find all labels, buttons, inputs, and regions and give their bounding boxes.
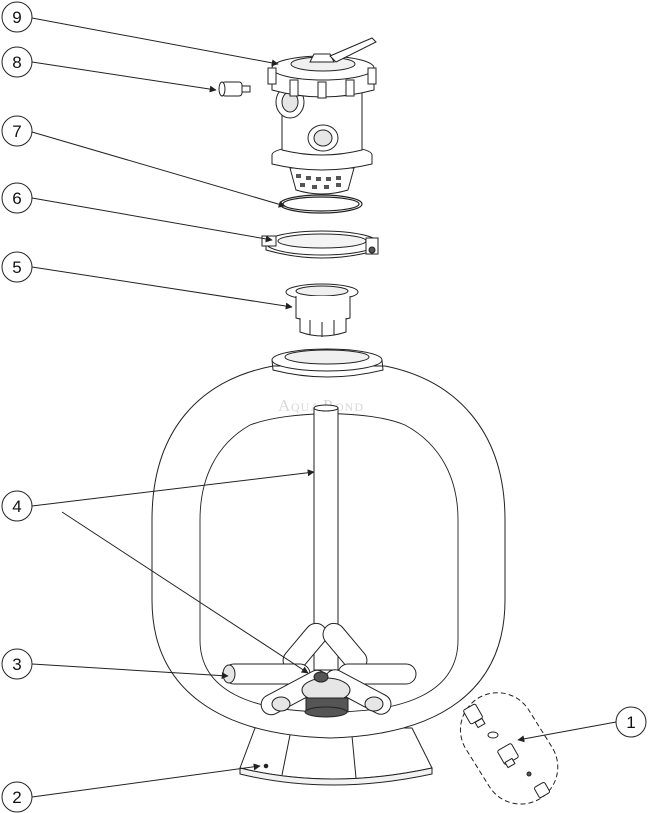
- callout-9: 9: [1, 1, 33, 33]
- leader-5: [31, 266, 293, 310]
- leader-4a: [31, 469, 315, 507]
- callout-4: 4: [1, 490, 33, 522]
- leader-9: [31, 17, 279, 67]
- callout-3: 3: [1, 648, 33, 680]
- leader-7: [31, 131, 286, 208]
- leader-3: [31, 663, 229, 680]
- pressure-gauge-plug: [218, 81, 251, 97]
- svg-text:2: 2: [12, 788, 21, 807]
- svg-text:7: 7: [12, 122, 21, 141]
- callout-7: 7: [1, 115, 33, 147]
- svg-text:6: 6: [12, 189, 21, 208]
- callout-5: 5: [1, 251, 33, 283]
- svg-text:8: 8: [12, 53, 21, 72]
- clamp-ring: [261, 230, 379, 259]
- watermark-small-qua: QUA: [291, 400, 320, 414]
- leader-8: [31, 61, 217, 93]
- multiport-valve: [267, 37, 377, 195]
- svg-text:5: 5: [12, 258, 21, 277]
- leader-6: [31, 197, 273, 243]
- callout-2: 2: [1, 781, 33, 813]
- svg-text:9: 9: [12, 8, 21, 27]
- watermark-small-ond: OND: [335, 400, 364, 414]
- watermark-big-a: A: [278, 396, 291, 415]
- leader-1: [517, 721, 617, 743]
- callout-1: 1: [615, 706, 647, 738]
- o-ring: [279, 194, 363, 214]
- leader-lines: [31, 17, 617, 798]
- fittings-kit: [459, 692, 559, 805]
- leader-4b: [61, 511, 309, 674]
- laterals: [222, 622, 417, 718]
- diffuser: [285, 283, 359, 337]
- leader-2: [31, 763, 261, 798]
- callout-6: 6: [1, 182, 33, 214]
- svg-text:3: 3: [12, 655, 21, 674]
- callout-8: 8: [1, 46, 33, 78]
- svg-text:1: 1: [626, 713, 635, 732]
- svg-text:4: 4: [12, 497, 21, 516]
- base-stand: [239, 727, 433, 786]
